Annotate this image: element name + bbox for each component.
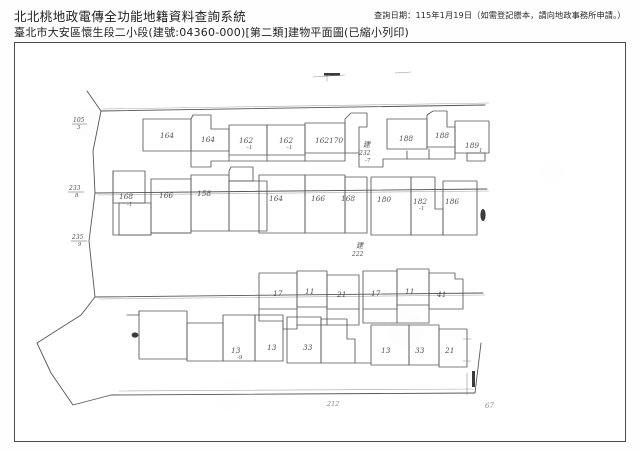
svg-text:166: 166 — [311, 194, 325, 203]
svg-text:1: 1 — [479, 148, 482, 154]
svg-text:-1: -1 — [287, 145, 292, 151]
svg-text:33: 33 — [303, 343, 313, 352]
svg-text:186: 186 — [445, 197, 459, 206]
svg-text:233: 233 — [68, 185, 81, 192]
svg-text:13: 13 — [267, 343, 277, 352]
svg-text:168: 168 — [119, 192, 133, 201]
svg-text:164: 164 — [201, 135, 215, 144]
svg-text:235: 235 — [71, 234, 84, 241]
svg-text:-1: -1 — [127, 202, 132, 208]
rooms-top-row — [142, 110, 490, 168]
svg-text:164: 164 — [269, 194, 283, 203]
svg-text:182: 182 — [413, 197, 427, 206]
rooms-bottom-row — [126, 310, 468, 368]
floor-plan-drawing: 164 164 162-1 162-1 162 170 188 188 1891… — [36, 71, 494, 410]
svg-text:13: 13 — [231, 346, 241, 355]
building-annotation-lower: 建 222 — [351, 241, 364, 258]
svg-text:8: 8 — [75, 193, 79, 199]
svg-text:105: 105 — [73, 117, 85, 124]
svg-text:21: 21 — [336, 290, 346, 299]
svg-text:67: 67 — [485, 402, 494, 410]
svg-text:189: 189 — [465, 141, 479, 150]
svg-text:168: 168 — [341, 194, 355, 203]
svg-text:162: 162 — [315, 136, 329, 145]
svg-text:-1: -1 — [419, 206, 424, 212]
svg-text:232: 232 — [358, 150, 371, 157]
svg-text:建: 建 — [356, 241, 364, 250]
system-title: 北北桃地政電傳全功能地籍資料查詢系統 — [14, 9, 247, 24]
room-label-group-third: 17 11 21 17 11 41 — [273, 287, 446, 299]
svg-text:11: 11 — [405, 287, 414, 296]
svg-text:33: 33 — [415, 346, 425, 355]
parcel-fraction-labels: 105 3 233 8 235 9 — [68, 117, 87, 248]
handwritten-annotations: 164 164 162-1 162-1 162 170 188 188 1891… — [68, 117, 494, 410]
query-date-note: 查詢日期：115年1月19日（如需登記謄本，請向地政事務所申請。） — [374, 10, 626, 20]
svg-text:222: 222 — [351, 251, 364, 258]
bottom-parcel-labels: 212 67 — [326, 400, 494, 410]
svg-text:170: 170 — [329, 136, 343, 145]
parcel-boundary — [36, 90, 488, 406]
parcel-subtitle: 臺北市大安區懷生段二小段(建號:04360-000)[第二類]建物平面圖(已縮小… — [14, 26, 410, 39]
svg-text:164: 164 — [160, 131, 174, 140]
svg-text:158: 158 — [197, 189, 211, 198]
svg-text:212: 212 — [326, 400, 339, 408]
svg-text:166: 166 — [159, 191, 173, 200]
svg-text:3: 3 — [77, 125, 81, 131]
svg-text:162: 162 — [279, 136, 293, 145]
svg-text:21: 21 — [444, 346, 454, 355]
svg-text:17: 17 — [371, 289, 381, 298]
rooms-third-row — [258, 268, 464, 330]
svg-text:188: 188 — [399, 134, 413, 143]
scan-ink-marks — [131, 73, 486, 387]
svg-text:188: 188 — [435, 131, 449, 140]
svg-text:-7: -7 — [365, 158, 371, 164]
building-annotation-upper: 建 232 -7 — [358, 140, 371, 164]
rooms-mid-row — [112, 166, 478, 236]
svg-text:-1: -1 — [247, 145, 252, 151]
svg-text:17: 17 — [273, 289, 283, 298]
svg-text:9: 9 — [78, 242, 82, 248]
room-label-group-mid: 168-1 166 158 164 166 168 180 182-1 186 — [119, 189, 459, 212]
svg-text:-9: -9 — [237, 355, 243, 361]
svg-text:41: 41 — [436, 290, 446, 299]
room-label-group-bottom: 13-9 13 33 13 33 21 — [231, 343, 454, 361]
svg-text:13: 13 — [381, 346, 391, 355]
svg-text:162: 162 — [239, 136, 253, 145]
svg-text:建: 建 — [363, 140, 371, 149]
svg-text:11: 11 — [305, 287, 314, 296]
svg-text:180: 180 — [377, 195, 391, 204]
